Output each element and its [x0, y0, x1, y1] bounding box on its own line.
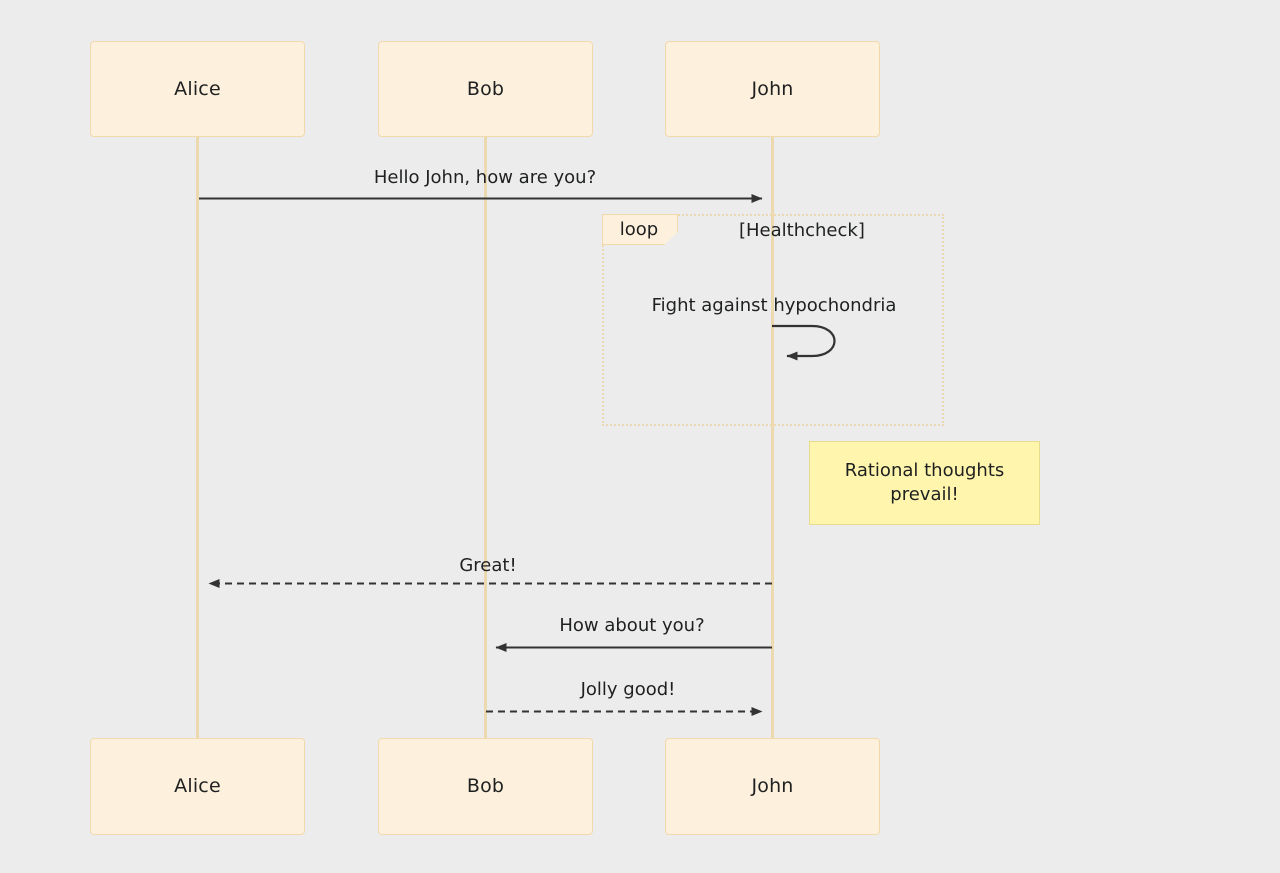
message-label-3: Great!	[459, 555, 517, 576]
fragment-loop-tab: loop	[602, 214, 678, 245]
fragment-loop	[602, 214, 944, 426]
actor-box-john-bottom[interactable]: John	[665, 738, 880, 835]
note-rational-thoughts: Rational thoughts prevail!	[809, 441, 1040, 525]
actor-label-bob-top: Bob	[466, 77, 505, 100]
note-text-line1: Rational thoughts	[844, 459, 1005, 481]
actor-label-bob-bottom: Bob	[466, 775, 505, 797]
actor-box-bob-top[interactable]: Bob	[378, 41, 593, 137]
actor-box-alice-top[interactable]: Alice	[90, 41, 305, 137]
actor-box-alice-bottom[interactable]: Alice	[90, 738, 305, 835]
actor-label-alice-bottom: Alice	[174, 775, 221, 797]
actor-box-bob-bottom[interactable]: Bob	[378, 738, 593, 835]
fragment-loop-condition: [Healthcheck]	[739, 220, 865, 241]
actor-label-alice-top: Alice	[174, 77, 221, 100]
actor-label-john-top: John	[751, 77, 794, 100]
actor-label-john-bottom: John	[751, 775, 794, 797]
message-label-4: How about you?	[559, 615, 705, 636]
message-label-2: Fight against hypochondria	[651, 295, 897, 316]
note-text: Rational thoughts prevail!	[835, 459, 1015, 508]
note-text-line2: prevail!	[890, 484, 959, 505]
message-label-5: Jolly good!	[580, 679, 676, 700]
message-label-1: Hello John, how are you?	[373, 167, 597, 188]
actor-box-john-top[interactable]: John	[665, 41, 880, 137]
fragment-loop-label: loop	[619, 218, 659, 240]
